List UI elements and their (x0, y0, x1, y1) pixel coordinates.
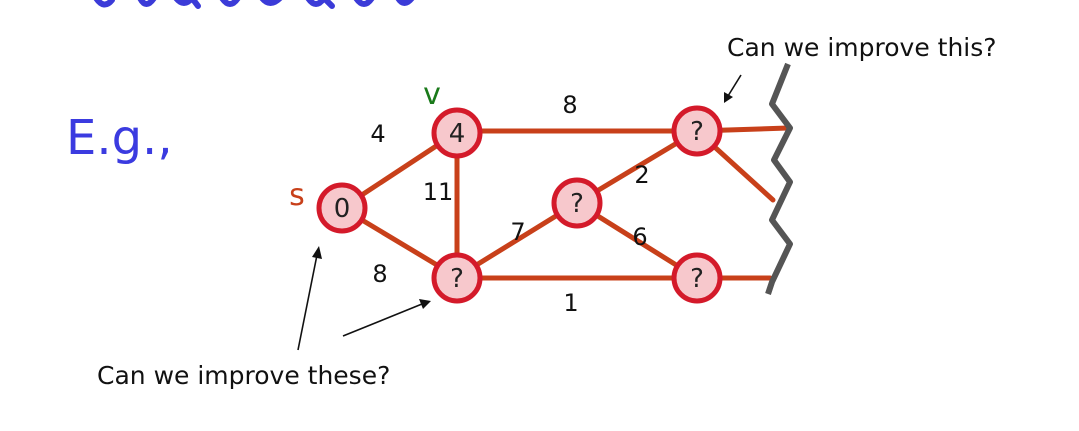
node-bottom-left-value: ? (450, 264, 464, 294)
node-top-right-value: ? (690, 117, 704, 147)
annotation-bottom: Can we improve these? (97, 361, 390, 390)
weight-middle-bottom-right: 6 (632, 223, 647, 251)
example-label: E.g., (66, 110, 173, 166)
arrow-to-top-right (724, 74, 742, 103)
weight-middle-top-right: 2 (634, 161, 649, 189)
weight-s-bottom-left: 8 (372, 260, 387, 288)
node-bottom-left: ? (431, 252, 483, 304)
node-middle-value: ? (570, 189, 584, 219)
annotation-top: Can we improve this? (727, 33, 997, 62)
node-s: 0 (316, 182, 368, 234)
node-bottom-right: ? (671, 252, 723, 304)
weight-bottom-left-bottom-right: 1 (563, 289, 578, 317)
cut-zigzag (765, 62, 793, 295)
arrow-to-source (297, 246, 322, 351)
vertex-v-label: v (423, 77, 441, 112)
node-s-value: 0 (334, 194, 351, 224)
weight-bottom-left-middle: 7 (510, 218, 525, 246)
node-bottom-right-value: ? (690, 264, 704, 294)
source-label: s (289, 178, 305, 213)
node-middle: ? (551, 177, 603, 229)
arrow-to-bottom-left (342, 299, 431, 337)
node-v-value: 4 (449, 119, 466, 149)
weight-v-bottom-left: 11 (423, 178, 454, 206)
node-v: 4 (431, 107, 483, 159)
weight-s-v: 4 (370, 120, 385, 148)
node-top-right: ? (671, 105, 723, 157)
cropped-title-fragment (93, 0, 415, 9)
edge-weights: 4 8 11 8 7 1 2 6 (370, 91, 649, 317)
weight-v-top-right: 8 (562, 91, 577, 119)
